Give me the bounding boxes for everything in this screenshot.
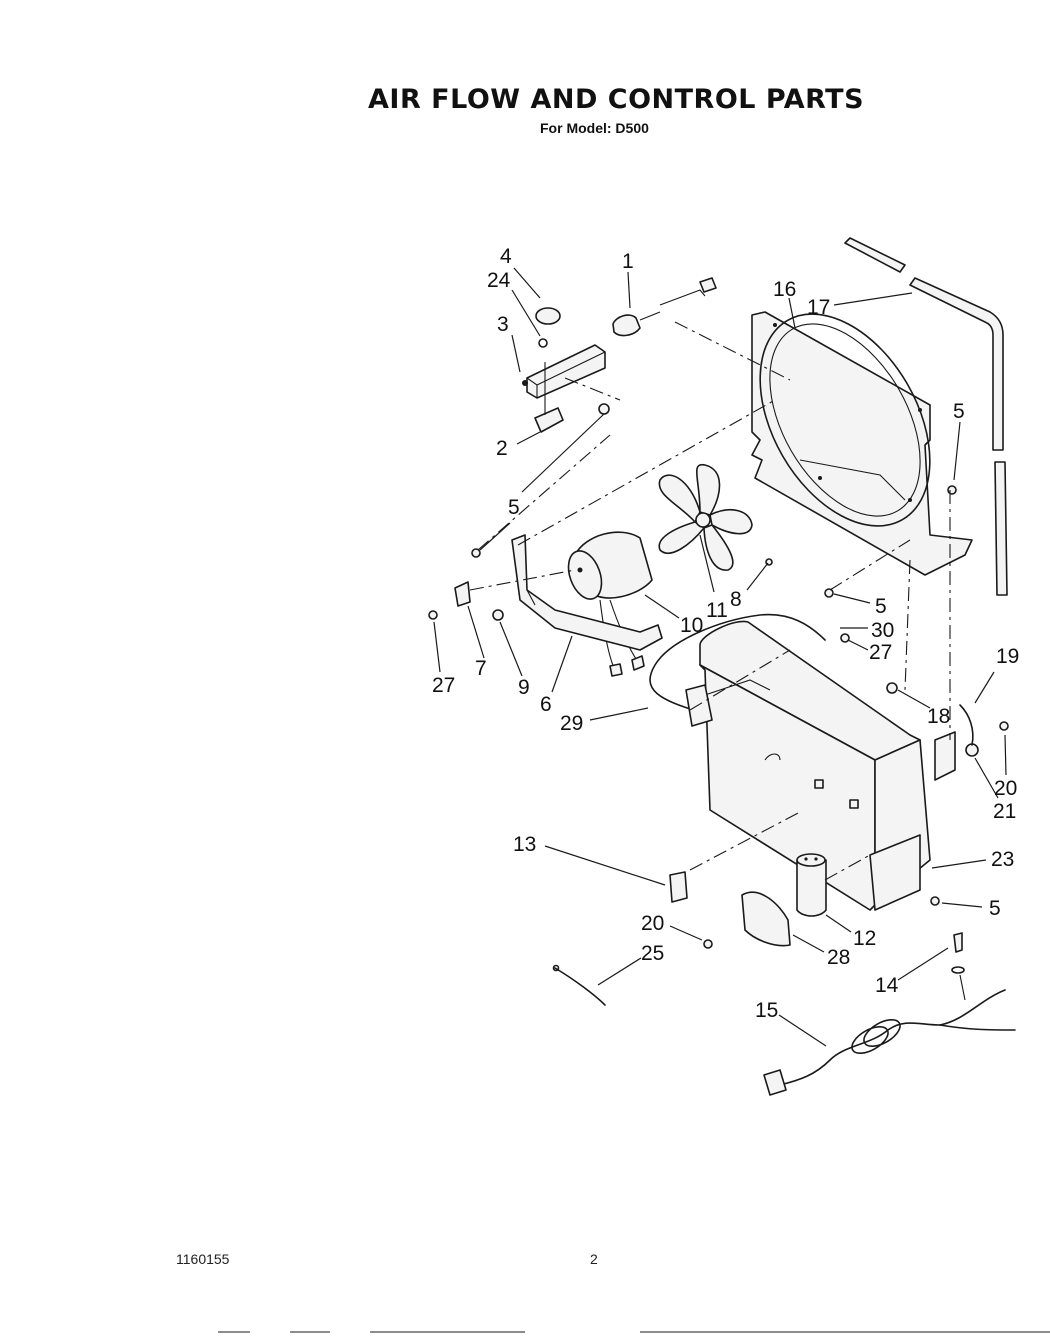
callout-1: 1 [622, 250, 634, 273]
callout-20-left: 20 [641, 912, 664, 935]
callout-18: 18 [927, 705, 950, 728]
callout-4: 4 [500, 245, 512, 268]
gasket-part-17 [844, 237, 1008, 596]
callout-30: 30 [871, 619, 894, 642]
motor-bracket-part-6 [511, 534, 663, 651]
shroud-part-16 [751, 311, 973, 576]
callout-29: 29 [560, 712, 583, 735]
callout-21: 21 [993, 800, 1016, 823]
thermostat-assembly [522, 277, 791, 433]
callout-6: 6 [540, 693, 552, 716]
callout-5-thermostat: 5 [508, 496, 520, 519]
callout-2: 2 [496, 437, 508, 460]
wire-harness-part-29 [649, 613, 826, 727]
page-number: 2 [590, 1251, 598, 1267]
leader-lines [433, 267, 1007, 1047]
callout-27-left: 27 [432, 674, 455, 697]
small-fasteners [428, 399, 1009, 949]
capacitor-part-12 [796, 853, 827, 917]
document-number: 1160155 [176, 1251, 230, 1267]
callout-11: 11 [706, 599, 728, 622]
model-subtitle: For Model: D500 [540, 120, 649, 136]
screw-part-14 [951, 932, 965, 974]
callout-23: 23 [991, 848, 1014, 871]
power-cord-part-15 [763, 974, 1016, 1096]
callout-20-right: 20 [994, 777, 1017, 800]
callout-24: 24 [487, 269, 511, 292]
callout-15: 15 [755, 999, 778, 1022]
callout-7: 7 [475, 657, 487, 680]
callout-3: 3 [497, 313, 509, 336]
callout-5-shroud: 5 [953, 400, 965, 423]
callout-8: 8 [730, 588, 742, 611]
callout-labels: 4 24 1 3 16 17 2 5 5 8 11 10 5 30 27 27 … [432, 245, 1019, 1022]
callout-13: 13 [513, 833, 536, 856]
callout-12: 12 [853, 927, 876, 950]
callout-25: 25 [641, 942, 664, 965]
base-housing [699, 620, 956, 911]
fan-motor-part-10 [567, 531, 653, 677]
callout-19: 19 [996, 645, 1019, 668]
callout-5-base: 5 [875, 595, 887, 618]
callout-5-bottom: 5 [989, 897, 1001, 920]
callout-28: 28 [827, 946, 850, 969]
callout-9: 9 [518, 676, 530, 699]
capacitor-strap-part-28 [741, 891, 791, 947]
relay-part-13 [669, 871, 688, 903]
page-title: AIR FLOW AND CONTROL PARTS [368, 84, 865, 115]
callout-27-right: 27 [869, 641, 892, 664]
callout-14: 14 [875, 974, 899, 997]
callout-10: 10 [680, 614, 703, 637]
fan-blade-part-11 [658, 463, 753, 571]
callout-16: 16 [773, 278, 796, 301]
callout-17: 17 [807, 296, 830, 319]
wire-tie-part-25 [552, 964, 606, 1006]
